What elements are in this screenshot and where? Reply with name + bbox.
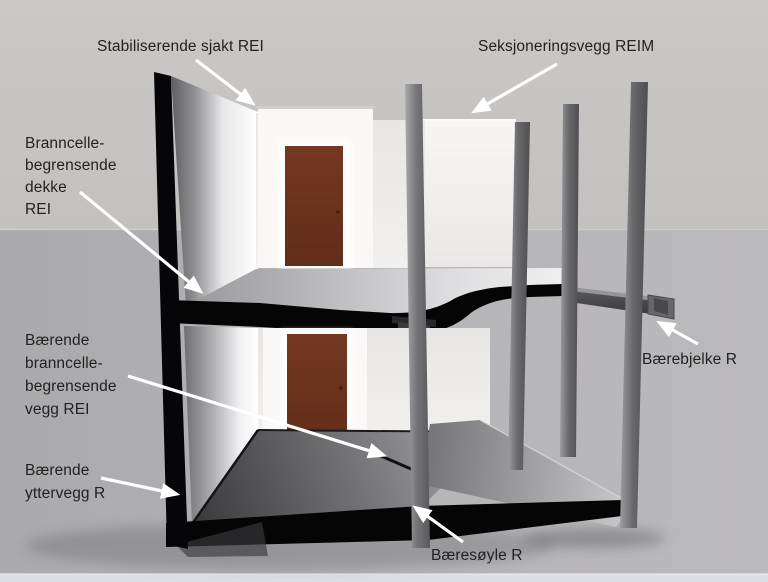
load-bearing-beam: [563, 286, 675, 320]
beam-end-plate-shade: [654, 298, 668, 315]
floor-left-trim: [190, 429, 260, 525]
upper-door-handle: [336, 210, 340, 214]
label-baeresoyle: Bæresøyle R: [431, 545, 523, 567]
shadow-under-right-slab: [525, 528, 665, 548]
callout-arrows: [78, 58, 699, 544]
right-slab-back-edge: [479, 419, 633, 505]
corner-under-shadow: [176, 522, 268, 557]
arrow-stabiliserende-sjakt: [195, 58, 256, 106]
label-text-line: REI: [25, 201, 52, 218]
arrow-dekke: [78, 190, 204, 294]
label-text-line: Bærende: [25, 462, 90, 479]
backdrop-bottom-strip: [0, 574, 768, 582]
slab-black-edge: [168, 284, 563, 334]
load-bearing-column: [405, 84, 430, 548]
label-text-line: dekke: [25, 179, 67, 196]
label-text: Stabiliserende sjakt REI: [97, 38, 264, 55]
lower-door-handle: [339, 386, 343, 390]
label-baerende-branncellebegrensende-vegg: Bærende branncelle- begrensende vegg REI: [25, 329, 117, 421]
label-text-line: branncelle-: [25, 355, 103, 372]
sectioning-wall: [423, 119, 516, 267]
label-text-line: yttervegg R: [25, 485, 106, 502]
column-2: [508, 122, 530, 470]
beam-web: [563, 290, 672, 317]
shaft-top-edge: [255, 106, 376, 109]
bottom-slab-edge: [166, 500, 622, 547]
arrow-yttervegg: [100, 476, 181, 499]
beam-top-flange: [563, 286, 672, 303]
label-text-line: vegg REI: [25, 401, 90, 418]
label-seksjoneringsvegg: Seksjoneringsvegg REIM: [478, 36, 654, 58]
label-baerende-yttervegg: Bærende yttervegg R: [25, 459, 105, 505]
column-4: [620, 82, 648, 528]
label-stabiliserende-sjakt: Stabiliserende sjakt REI: [97, 36, 264, 58]
label-branncellebegrensende-dekke: Branncelle- begrensende dekke REI: [25, 133, 117, 221]
upper-storey: [171, 76, 425, 306]
label-text-line: Branncelle-: [25, 135, 105, 152]
arrow-seksjoneringsvegg: [471, 62, 558, 114]
arrow-baerebjelke: [656, 320, 699, 346]
upper-door: [285, 146, 343, 266]
label-text-line: begrensende: [25, 378, 117, 395]
arrow-baeresoyle: [412, 505, 464, 544]
column-3: [560, 104, 579, 457]
left-exterior-wall-edge: [154, 72, 188, 549]
right-slab-surface: [420, 420, 632, 527]
lower-left-wall-face: [184, 326, 258, 524]
arrow-baerende-vegg: [127, 374, 388, 459]
slab-top-surface: [184, 268, 565, 313]
upper-left-wall-face: [171, 76, 258, 306]
lower-storey: [184, 326, 491, 525]
columns: [405, 82, 648, 548]
label-text-line: Bærende: [25, 332, 90, 349]
label-text: Seksjoneringsvegg REIM: [478, 38, 655, 55]
label-text-line: begrensende: [25, 157, 117, 174]
structural-black-frame: [154, 72, 622, 557]
label-baerebjelke: Bærebjelke R: [642, 349, 737, 371]
label-text: Bæresøyle R: [431, 547, 523, 564]
label-text: Bærebjelke R: [642, 351, 738, 368]
right-ground-slab: [420, 419, 633, 527]
